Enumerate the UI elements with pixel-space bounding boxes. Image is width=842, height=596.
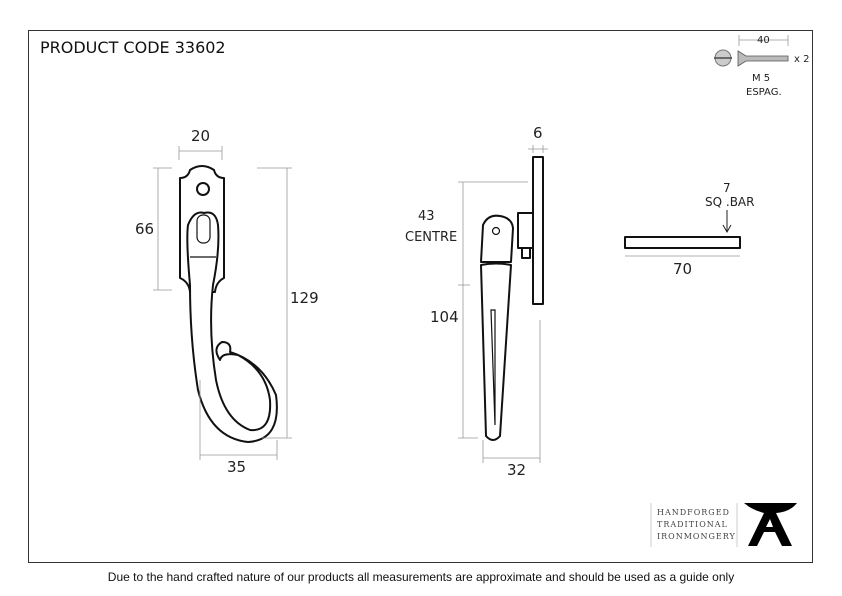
screw-length: 40 xyxy=(757,35,770,46)
disclaimer-footer: Due to the hand crafted nature of our pr… xyxy=(107,570,735,584)
dim-plate-height: 66 xyxy=(135,220,154,238)
brand-line-1: HANDFORGED xyxy=(657,508,730,517)
side-view-handle xyxy=(480,156,544,441)
bar-size: 7 xyxy=(723,181,731,195)
dim-plate-thickness: 6 xyxy=(533,124,543,142)
dim-centre-label: CENTRE xyxy=(405,230,457,245)
dim-width-top: 20 xyxy=(191,127,210,145)
arrow-down-icon xyxy=(722,210,732,234)
dim-width-bottom: 35 xyxy=(227,458,246,476)
brand-line-3: IRONMONGERY xyxy=(657,532,736,541)
front-view-handle xyxy=(179,165,278,443)
screw-type: ESPAG. xyxy=(746,87,782,98)
drawing-frame xyxy=(28,30,813,563)
bar-label: SQ .BAR xyxy=(705,195,754,209)
dim-projection: 32 xyxy=(507,461,526,479)
screw-icon xyxy=(714,35,789,67)
square-bar xyxy=(624,236,741,249)
dim-centre-value: 43 xyxy=(418,209,435,224)
screw-size: M 5 xyxy=(752,73,770,84)
dim-bar-length: 70 xyxy=(673,260,692,278)
screw-quantity: x 2 xyxy=(794,54,809,65)
anvil-logo-icon xyxy=(744,503,797,546)
dim-overall-height: 129 xyxy=(290,289,319,307)
brand-line-2: TRADITIONAL xyxy=(657,520,728,529)
product-code-title: PRODUCT CODE 33602 xyxy=(40,38,226,57)
dim-lever-length: 104 xyxy=(430,308,459,326)
